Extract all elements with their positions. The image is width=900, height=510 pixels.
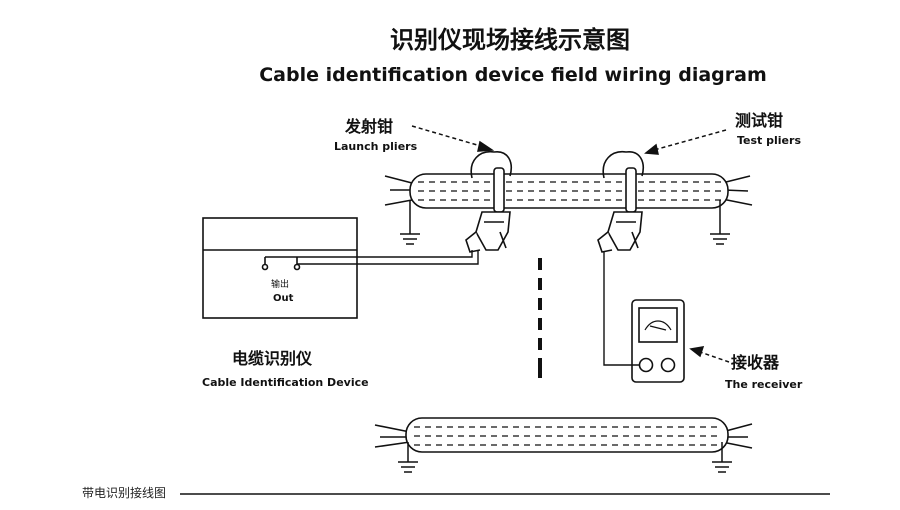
ground-icon <box>398 442 418 473</box>
receiver-wire <box>603 252 639 366</box>
launch-clamp-icon <box>465 151 512 253</box>
lower-cable <box>374 417 753 453</box>
ground-icon <box>710 200 730 245</box>
test-label-en: Test pliers <box>737 134 801 147</box>
upper-cable <box>384 173 753 209</box>
identification-device <box>202 217 358 319</box>
ground-icon <box>712 442 732 473</box>
device-label-cn: 电缆识别仪 <box>232 349 313 368</box>
ground-icon <box>400 200 420 245</box>
title-cn: 识别仪现场接线示意图 <box>390 26 630 54</box>
device-port-en: Out <box>273 293 294 304</box>
launch-label-en: Launch pliers <box>334 140 418 153</box>
arrow-icon <box>689 346 730 363</box>
receiver-device <box>631 299 685 383</box>
launch-label-cn: 发射钳 <box>344 117 393 136</box>
arrow-icon <box>411 125 495 152</box>
device-port-cn: 输出 <box>271 278 289 290</box>
arrow-icon <box>644 129 727 155</box>
receiver-label-cn: 接收器 <box>731 353 780 372</box>
output-wire <box>265 250 479 265</box>
test-label-cn: 测试钳 <box>735 111 783 130</box>
receiver-label-en: The receiver <box>725 378 803 391</box>
title-en: Cable identification device field wiring… <box>259 64 767 86</box>
test-clamp-icon <box>597 151 644 253</box>
caption: 带电识别接线图 <box>82 485 166 500</box>
device-label-en: Cable Identification Device <box>202 376 369 389</box>
